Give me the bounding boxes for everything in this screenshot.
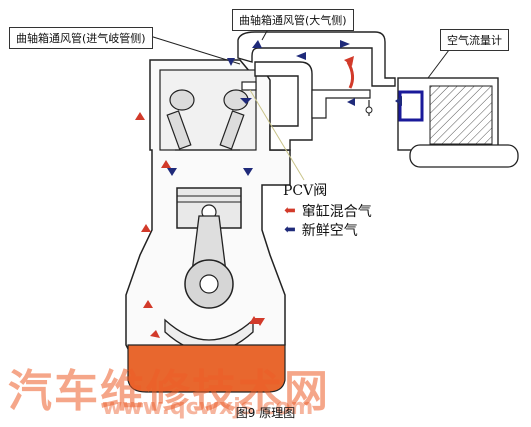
- legend-fresh-air: ⬅ 新鲜空气: [284, 220, 358, 240]
- pcv-valve-body: [241, 81, 257, 91]
- figure-caption: 图9 原理图: [235, 406, 296, 420]
- fresh-air-arrow-icon: ⬅: [284, 222, 296, 238]
- fresh-air-arrows: [167, 40, 402, 176]
- blowby-arrow-icon: ⬅: [284, 203, 296, 219]
- pcv-valve-label: PCV阀: [283, 183, 328, 199]
- atmosphere-vent-pipe: [237, 31, 396, 87]
- legend-blowby-label: 窜缸混合气: [301, 204, 372, 220]
- valve-train: [166, 89, 249, 151]
- atmosphere-side-vent-label: 曲轴箱通风管(大气侧): [232, 9, 354, 31]
- intake-manifold-pipe: [254, 61, 313, 151]
- intake-side-vent-label: 曲轴箱通风管(进气岐管侧): [9, 27, 153, 49]
- pcv-leader-line: [249, 89, 305, 181]
- air-flow-meter-box: [398, 90, 424, 122]
- legend-fresh-air-label: 新鲜空气: [301, 223, 358, 239]
- legend-blowby: ⬅ 窜缸混合气: [284, 201, 372, 221]
- watermark-title: 汽车维修技术网: [8, 366, 330, 417]
- oil-pan: [127, 344, 286, 393]
- blowby-arrows: [135, 56, 355, 338]
- intake-duct: [311, 89, 371, 119]
- air-flow-meter-label: 空气流量计: [440, 29, 509, 51]
- watermark-url: www.qcwxjs.com: [102, 395, 314, 420]
